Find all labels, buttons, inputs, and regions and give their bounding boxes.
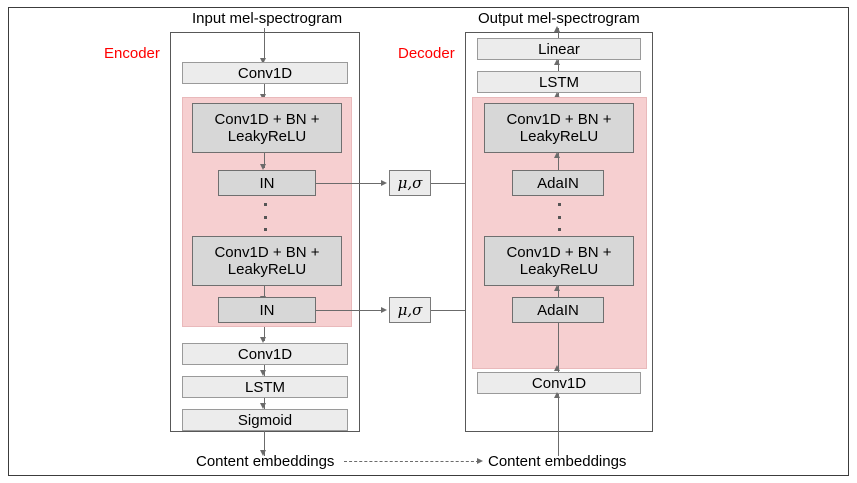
decoder-label: Decoder (398, 45, 455, 62)
decoder-conv1d-input: Conv1D (477, 372, 641, 394)
encoder-conn-convblock-to-in-top (264, 153, 265, 168)
decoder-conn-conv1d-to-region-arrowhead (554, 365, 560, 371)
encoder-conn-conv1d-to-block (264, 84, 265, 97)
encoder-conn-region-to-conv1d-arrowhead (260, 337, 266, 343)
encoder-sigmoid: Sigmoid (182, 409, 348, 431)
stats-box-top: μ,σ (389, 170, 431, 196)
decoder-adain-top: AdaIN (512, 170, 604, 196)
decoder-conn-lstm-to-linear-arrowhead (554, 59, 560, 65)
decoder-ellipsis-icon (557, 203, 561, 231)
decoder-conn-adain-to-convblock-top (558, 153, 559, 170)
encoder-ellipsis-icon (263, 203, 267, 231)
figure-frame (8, 7, 849, 476)
encoder-conn-lstm-to-sigmoid-arrowhead (260, 403, 266, 409)
conn-in-bottom-to-stats (316, 310, 382, 311)
encoder-output-connector (264, 431, 265, 456)
encoder-input-connector (264, 28, 265, 60)
content-embeddings-transfer-arrowhead (477, 457, 483, 464)
encoder-conn-region-to-conv1d (264, 327, 265, 341)
encoder-conn-conv1d-to-lstm-arrowhead (260, 370, 266, 376)
conn-in-top-to-stats (316, 183, 382, 184)
decoder-adain-bottom: AdaIN (512, 297, 604, 323)
encoder-conv-bn-leakyrelu-bottom: Conv1D + BN + LeakyReLU (192, 236, 342, 286)
decoder-lstm: LSTM (477, 71, 641, 93)
encoder-conv1d-input: Conv1D (182, 62, 348, 84)
decoder-input-arrowhead (554, 392, 560, 398)
decoder-input-connector (558, 394, 559, 456)
encoder-instance-norm-bottom: IN (218, 297, 316, 323)
decoder-conn-region-to-lstm-arrowhead (554, 92, 560, 98)
encoder-output-arrowhead (260, 450, 266, 456)
decoder-conn-adain-to-convblock-bottom-arrowhead (554, 285, 560, 291)
content-embeddings-transfer-connector (344, 461, 479, 462)
encoder-conn-convblock-to-in-top-arrowhead (260, 164, 266, 170)
decoder-linear: Linear (477, 38, 641, 60)
decoder-output-arrowhead (554, 26, 560, 32)
decoder-conn-lstm-to-linear (558, 60, 559, 71)
encoder-label: Encoder (104, 45, 160, 62)
content-embeddings-right-label: Content embeddings (488, 453, 627, 470)
encoder-conn-convblock-to-in-bottom (264, 286, 265, 301)
decoder-conv-bn-leakyrelu-bottom: Conv1D + BN + LeakyReLU (484, 236, 634, 286)
encoder-instance-norm-top: IN (218, 170, 316, 196)
decoder-conn-adain-to-convblock-top-arrowhead (554, 152, 560, 158)
conn-in-top-to-stats-arrowhead (381, 179, 387, 186)
decoder-conn-adain-to-convblock-bottom (558, 286, 559, 302)
stats-box-bottom: μ,σ (389, 297, 431, 323)
encoder-lstm: LSTM (182, 376, 348, 398)
input-mel-spectrogram-label: Input mel-spectrogram (192, 10, 343, 27)
encoder-conv-bn-leakyrelu-top: Conv1D + BN + LeakyReLU (192, 103, 342, 153)
decoder-conv-bn-leakyrelu-top: Conv1D + BN + LeakyReLU (484, 103, 634, 153)
encoder-conv1d-output: Conv1D (182, 343, 348, 365)
decoder-conn-conv1d-to-region (558, 323, 559, 372)
content-embeddings-left-label: Content embeddings (196, 453, 335, 470)
encoder-input-arrowhead (260, 58, 266, 64)
conn-in-bottom-to-stats-arrowhead (381, 306, 387, 313)
output-mel-spectrogram-label: Output mel-spectrogram (478, 10, 640, 27)
